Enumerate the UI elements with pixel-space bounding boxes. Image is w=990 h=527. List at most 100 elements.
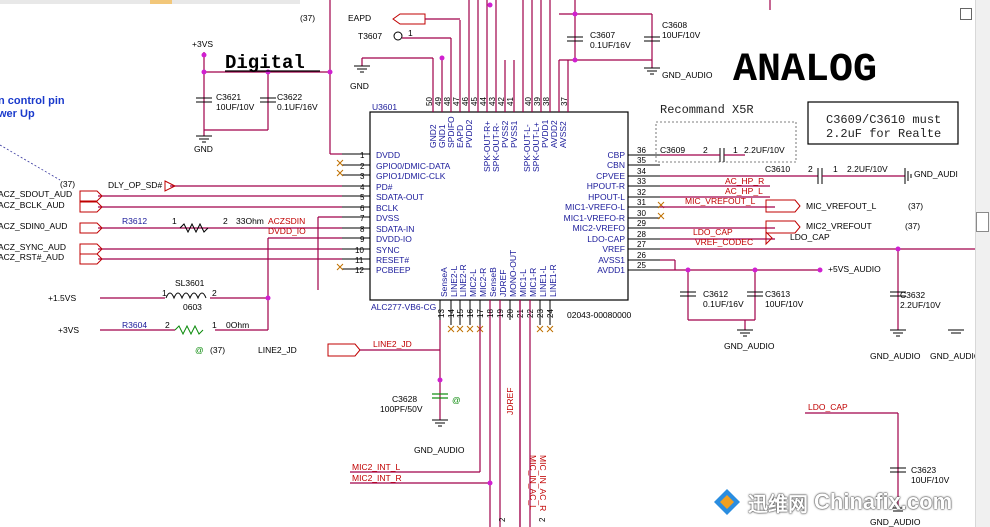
pin-name-25: AVDD1 bbox=[597, 265, 625, 275]
net-sdin0: ACZ_SDIN0_AUD bbox=[0, 221, 67, 231]
net-mic2-int-r: MIC2_INT_R bbox=[352, 473, 402, 483]
c3607-ref: C3607 bbox=[590, 30, 615, 40]
pin-num-36: 36 bbox=[637, 146, 646, 155]
c3613-ref: C3613 bbox=[765, 289, 790, 299]
pin-num-44: 44 bbox=[479, 97, 488, 106]
pin-num-17: 17 bbox=[476, 309, 485, 318]
c3608-val: 10UF/10V bbox=[662, 30, 701, 40]
net-dvdd-io: DVDD_IO bbox=[268, 226, 306, 236]
r3612-pin2: 2 bbox=[223, 216, 228, 226]
pin-num-43: 43 bbox=[488, 97, 497, 106]
chip-body bbox=[369, 111, 629, 301]
pin-num-46: 46 bbox=[461, 97, 470, 106]
t3607-pin: 1 bbox=[408, 28, 413, 38]
scrollbar-thumb[interactable] bbox=[976, 212, 989, 232]
pin-name-26: AVSS1 bbox=[598, 255, 625, 265]
pin-num-38: 38 bbox=[542, 97, 551, 106]
pin-num-40: 40 bbox=[524, 97, 533, 106]
pin-name-11: RESET# bbox=[376, 255, 409, 265]
watermark-en: Chinafix.com bbox=[814, 489, 953, 514]
top-pin-names: GND2 GND1 SPDIFO EAPD PVDD2 SPK-OUT-R+ S… bbox=[428, 116, 568, 172]
r3612-ref: R3612 bbox=[122, 216, 147, 226]
c3628-val: 100PF/50V bbox=[380, 404, 423, 414]
net-3vs-bot: +3VS bbox=[58, 325, 79, 335]
gnd-audio-c3623: GND_AUDIO bbox=[870, 517, 921, 527]
ref-37-dly: (37) bbox=[60, 179, 75, 189]
vertical-scrollbar[interactable] bbox=[975, 0, 990, 527]
t3607-testpoint bbox=[393, 31, 403, 41]
pin-num-23: 23 bbox=[536, 309, 545, 318]
pin-num-20: 20 bbox=[506, 309, 515, 318]
pin-num-37: 37 bbox=[560, 97, 569, 106]
pin-num-39: 39 bbox=[533, 97, 542, 106]
ref-37-mic2-vrefout: (37) bbox=[905, 221, 920, 231]
net-mic2-vrefout: MIC2_VREFOUT bbox=[806, 221, 872, 231]
pin-name-41: SPK-OUT-L- bbox=[522, 124, 532, 172]
pin-num-22: 22 bbox=[526, 309, 535, 318]
bottom-pins: 13 14 15 16 17 18 19 20 21 22 23 24 Sens… bbox=[437, 250, 558, 527]
net-line2-jd: LINE2_JD bbox=[258, 345, 297, 355]
pin-num-13: 13 bbox=[437, 309, 446, 318]
pin-num-42: 42 bbox=[497, 97, 506, 106]
pin-name-49: GND1 bbox=[437, 124, 447, 148]
c3622-val: 0.1UF/16V bbox=[277, 102, 318, 112]
sl3601-ref: SL3601 bbox=[175, 278, 205, 288]
pin-name-5: SDATA-OUT bbox=[376, 192, 424, 202]
net-ac-hp-r: AC_HP_R bbox=[725, 176, 764, 186]
c3621-val: 10UF/10V bbox=[216, 102, 255, 112]
r3604-pin1: 1 bbox=[212, 320, 217, 330]
pin-name-33: HPOUT-R bbox=[587, 181, 625, 191]
left-pins: 1 2 3 4 5 6 7 8 9 10 11 12 DVDD GPIO0/DM… bbox=[342, 150, 451, 275]
c3622-ref: C3622 bbox=[277, 92, 302, 102]
at-mark-r3604: @ bbox=[195, 345, 204, 355]
c3609-pin2: 2 bbox=[703, 145, 708, 155]
pin-name-40: SPK-OUT-L+ bbox=[531, 122, 541, 172]
pin-num-28: 28 bbox=[637, 230, 646, 239]
pin-num-45: 45 bbox=[470, 97, 479, 106]
pin-name-35: CBN bbox=[607, 160, 625, 170]
net-eapd: EAPD bbox=[348, 13, 371, 23]
window-restore-icon[interactable] bbox=[960, 8, 972, 20]
top-center: (37) EAPD T3607 1 GND bbox=[300, 13, 460, 91]
recommand-text: Recommand X5R bbox=[660, 103, 754, 117]
pin-name-2: GPIO0/DMIC-DATA bbox=[376, 161, 451, 171]
pin-name-9: DVDD-IO bbox=[376, 234, 412, 244]
r3604-pin2: 2 bbox=[165, 320, 170, 330]
pin-name-15: LINE2-R bbox=[458, 264, 468, 297]
at-mark-c3628: @ bbox=[452, 395, 461, 405]
top-pin-numbers: 50 49 48 47 46 45 44 43 42 41 40 39 38 3… bbox=[425, 97, 569, 106]
left-net-labels: (37) DLY_OP_SD# ACZ_SDOUT_AUD ACZ_BCLK_A… bbox=[0, 179, 441, 420]
pin-num-16: 16 bbox=[466, 309, 475, 318]
pin-name-27: VREF bbox=[602, 244, 625, 254]
c3607-val: 0.1UF/16V bbox=[590, 40, 631, 50]
watermark-cn: 迅维网 bbox=[748, 491, 808, 516]
pin-name-13: SenseA bbox=[439, 267, 449, 297]
pin-num-41: 41 bbox=[506, 97, 515, 106]
ref-37-r3604: (37) bbox=[210, 345, 225, 355]
pin-num-5: 5 bbox=[360, 193, 365, 202]
pin-num-29: 29 bbox=[637, 219, 646, 228]
right-pins: 36 35 34 33 32 31 30 29 28 27 26 25 CBP … bbox=[564, 146, 660, 275]
pin-name-36: CBP bbox=[608, 150, 626, 160]
c3623-val: 10UF/10V bbox=[911, 475, 950, 485]
watermark: 迅维网 Chinafix.com bbox=[712, 486, 952, 518]
pin-name-31: MIC1-VREFO-L bbox=[565, 202, 625, 212]
net-ldo-cap: LDO_CAP bbox=[790, 232, 830, 242]
gnd-audio-c3613: GND_AUDIO bbox=[724, 341, 775, 351]
chip-code: 02043-00080000 bbox=[567, 310, 632, 320]
pin-num-30: 30 bbox=[637, 209, 646, 218]
note-line-2: 2.2uF for Realte bbox=[826, 127, 941, 141]
pin-num-12: 12 bbox=[355, 266, 364, 275]
pin-num-1: 1 bbox=[360, 151, 365, 160]
pin-name-10: SYNC bbox=[376, 245, 400, 255]
c3612-ref: C3612 bbox=[703, 289, 728, 299]
gnd-label-top: GND bbox=[350, 81, 369, 91]
pin-name-38: AVDD2 bbox=[549, 120, 559, 148]
pin-name-21: MIC1-L bbox=[518, 269, 528, 297]
left-note-2: wer Up bbox=[0, 108, 35, 120]
c3610-ref: C3610 bbox=[765, 164, 790, 174]
net-ac-hp-l: AC_HP_L bbox=[725, 186, 763, 196]
pin-num-31: 31 bbox=[637, 198, 646, 207]
r3604-symbol bbox=[174, 324, 204, 336]
